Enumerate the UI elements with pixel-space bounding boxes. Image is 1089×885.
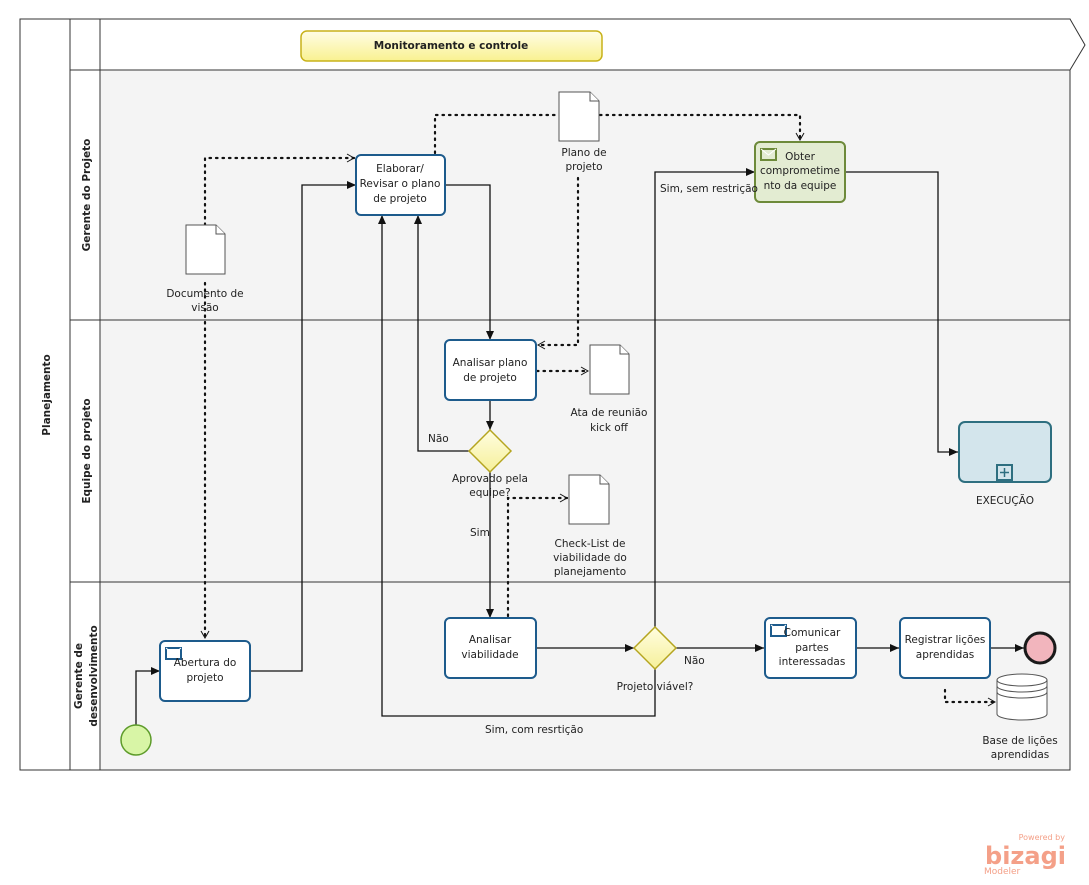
task-label: Analisar plano	[453, 357, 528, 369]
task-label: aprendidas	[916, 649, 974, 661]
expand-icon	[996, 464, 1013, 481]
gateway-label: Projeto viável?	[617, 681, 694, 693]
task-label: Analisar	[469, 634, 512, 646]
task-obter-comprometimento[interactable]: Obter comprometime nto da equipe	[754, 141, 846, 203]
flow-label-sim: Sim	[470, 527, 490, 539]
brand-name: bizagi	[985, 842, 1066, 870]
gateway-viavel[interactable]	[632, 625, 678, 671]
task-label: projeto	[186, 672, 223, 684]
artifact-label: projeto	[565, 161, 602, 173]
task-comunicar-partes[interactable]: Comunicar partes interessadas	[764, 617, 857, 679]
gateway-label: Aprovado pela	[452, 473, 528, 485]
envelope-icon	[760, 148, 777, 161]
phase-label: Monitoramento e controle	[374, 40, 528, 52]
artifact-label: Documento de	[166, 288, 243, 300]
document-visao[interactable]	[185, 224, 226, 275]
task-label: de projeto	[373, 193, 427, 205]
subprocess-label: EXECUÇÃO	[976, 494, 1034, 507]
data-store-base-licoes[interactable]	[996, 673, 1048, 721]
task-label: Abertura do	[174, 657, 237, 669]
brand-powered: Powered by	[1019, 833, 1066, 842]
flow-label-sim-com-restricao: Sim, com resrtição	[485, 724, 583, 736]
task-label: interessadas	[779, 656, 846, 668]
task-label: partes	[795, 642, 828, 654]
lane-label-equipe-projeto: Equipe do projeto	[81, 398, 93, 503]
document-ata-reuniao[interactable]	[589, 344, 630, 395]
envelope-icon	[165, 647, 182, 660]
task-abertura-projeto[interactable]: Abertura do projeto	[159, 640, 251, 702]
start-event[interactable]	[120, 724, 152, 756]
end-event[interactable]	[1023, 631, 1057, 665]
bizagi-logo: Powered by bizagi Modeler	[984, 833, 1066, 877]
pool-label: Planejamento	[41, 354, 53, 435]
task-label: viabilidade	[461, 649, 518, 661]
envelope-icon	[770, 624, 787, 637]
task-analisar-viabilidade[interactable]: Analisar viabilidade	[444, 617, 537, 679]
lane-label-gerente-desenvolvimento: Gerente de desenvolvimento	[73, 625, 100, 726]
task-label: Elaborar/	[376, 163, 424, 175]
artifact-label: viabilidade do	[553, 552, 627, 564]
lane-label-gerente-projeto: Gerente do Projeto	[81, 139, 93, 252]
document-checklist[interactable]	[568, 474, 610, 525]
artifact-label: Plano de	[561, 147, 606, 159]
task-label: comprometime	[760, 165, 840, 177]
flow-label-sim-sem-restricao: Sim, sem restrição	[660, 183, 758, 195]
task-label: Revisar o plano	[360, 178, 441, 190]
gateway-label: equipe?	[469, 487, 510, 499]
gateway-aprovado[interactable]	[467, 428, 513, 474]
task-label: Obter	[785, 151, 816, 163]
document-plano-projeto[interactable]	[558, 91, 600, 142]
flow-label-nao: Não	[428, 433, 449, 445]
task-elaborar-plano[interactable]: Elaborar/ Revisar o plano de projeto	[355, 154, 446, 216]
artifact-label: aprendidas	[991, 749, 1049, 761]
associations	[200, 113, 997, 707]
phase-monitoramento[interactable]: Monitoramento e controle	[300, 30, 603, 62]
task-label: Registrar lições	[905, 634, 986, 646]
task-registrar-licoes[interactable]: Registrar lições aprendidas	[899, 617, 991, 679]
lane-label-line-1: Gerente de	[73, 643, 85, 709]
lane-label-line-2: desenvolvimento	[88, 625, 100, 726]
artifact-label: Check-List de	[555, 538, 626, 550]
artifact-label: visão	[191, 302, 218, 314]
brand-product: Modeler	[984, 867, 1021, 877]
task-label: Comunicar	[784, 627, 841, 639]
artifact-label: planejamento	[554, 566, 626, 578]
artifact-label: kick off	[590, 422, 629, 434]
task-analisar-plano[interactable]: Analisar plano de projeto	[444, 339, 537, 401]
task-label: de projeto	[463, 372, 517, 384]
artifact-label: Ata de reunião	[571, 407, 648, 419]
flow-label-nao: Não	[684, 655, 705, 667]
artifact-label: Base de lições	[982, 735, 1057, 747]
task-label: nto da equipe	[764, 180, 837, 192]
sequence-flows	[135, 168, 1024, 725]
subprocess-execucao[interactable]	[958, 421, 1052, 483]
